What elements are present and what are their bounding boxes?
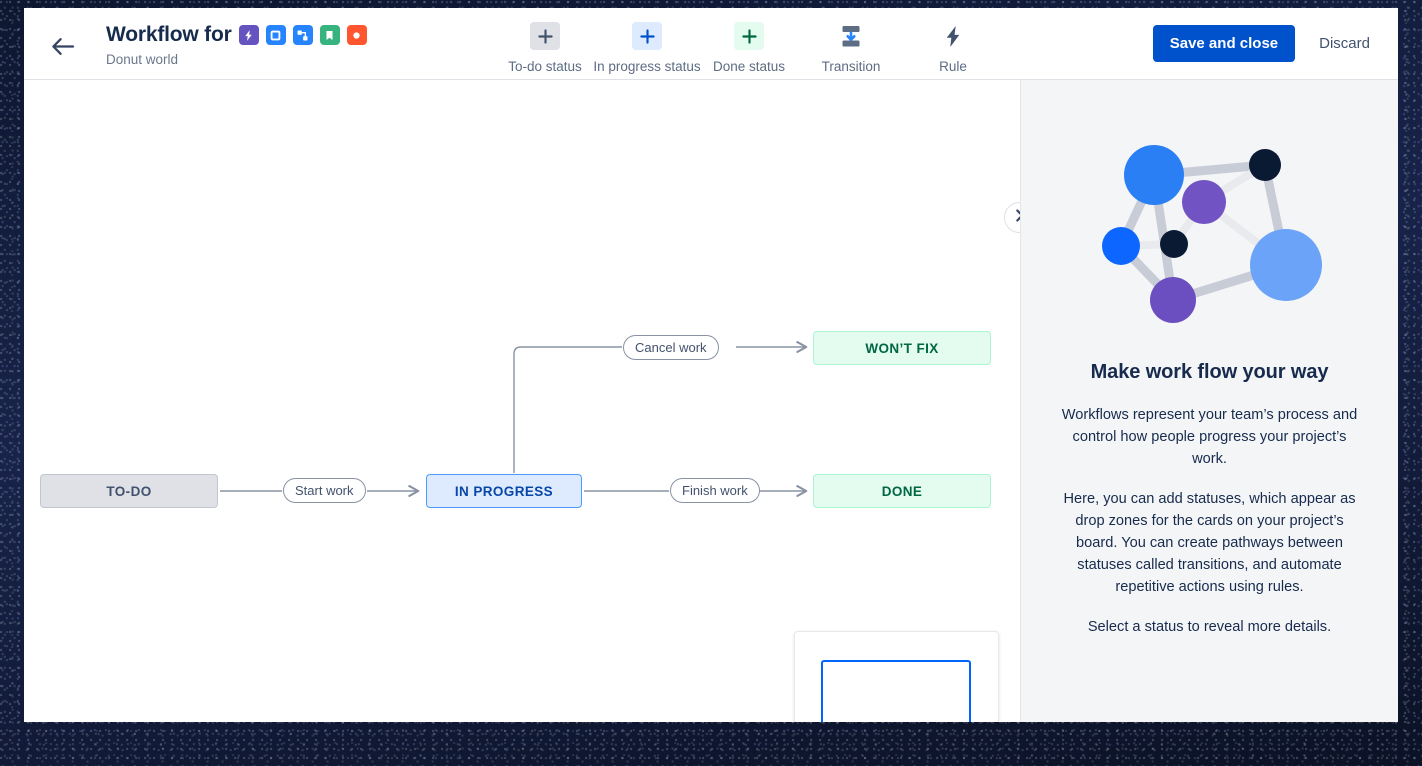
status-node-in-progress[interactable]: IN PROGRESS bbox=[426, 474, 582, 508]
plus-icon bbox=[530, 22, 560, 50]
info-panel: Make work flow your way Workflows repres… bbox=[1020, 80, 1398, 722]
square-outline-icon bbox=[265, 25, 286, 45]
toolbar-label: Rule bbox=[939, 59, 967, 74]
editor-body: TO-DO IN PROGRESS WON’T FIX DONE Start w… bbox=[24, 80, 1398, 722]
save-and-close-button[interactable]: Save and close bbox=[1152, 25, 1296, 62]
transition-label: Finish work bbox=[682, 483, 748, 498]
status-node-todo[interactable]: TO-DO bbox=[40, 474, 218, 508]
title-block: Workflow for bbox=[106, 20, 367, 67]
status-node-label: TO-DO bbox=[106, 483, 152, 499]
status-node-label: WON’T FIX bbox=[865, 340, 939, 356]
add-done-status-button[interactable]: Done status bbox=[698, 18, 800, 74]
transition-pill-finish-work[interactable]: Finish work bbox=[670, 478, 760, 503]
panel-paragraph-1: Workflows represent your team’s process … bbox=[1061, 407, 1358, 467]
status-node-done[interactable]: DONE bbox=[813, 474, 991, 508]
header-actions: Save and close Discard bbox=[1152, 25, 1376, 62]
workflow-editor-window: Workflow for bbox=[24, 8, 1398, 722]
plus-icon bbox=[734, 22, 764, 50]
discard-button[interactable]: Discard bbox=[1313, 25, 1376, 62]
collapse-panel-button[interactable] bbox=[1004, 202, 1020, 233]
app-header: Workflow for bbox=[24, 8, 1398, 80]
toolbar-label: To-do status bbox=[508, 59, 582, 74]
chevron-right-icon bbox=[1014, 208, 1020, 227]
bookmark-icon bbox=[319, 25, 340, 45]
transition-icon bbox=[836, 22, 866, 50]
transition-label: Start work bbox=[295, 483, 354, 498]
page-title: Workflow for bbox=[106, 23, 232, 46]
status-node-label: DONE bbox=[881, 483, 923, 499]
toolbar-label: Transition bbox=[821, 59, 881, 74]
add-in-progress-status-button[interactable]: In progress status bbox=[593, 18, 701, 74]
plus-icon bbox=[632, 22, 662, 50]
transition-pill-cancel-work[interactable]: Cancel work bbox=[623, 335, 719, 360]
back-button[interactable] bbox=[48, 34, 78, 58]
nodes-diagram-icon bbox=[292, 25, 313, 45]
rule-lightning-icon bbox=[938, 22, 968, 50]
network-nodes-illustration bbox=[1101, 145, 1322, 323]
add-transition-button[interactable]: Transition bbox=[800, 18, 902, 74]
transition-label: Cancel work bbox=[635, 340, 707, 355]
workflow-edges bbox=[220, 341, 808, 497]
title-row: Workflow for bbox=[106, 20, 367, 50]
lightning-bolt-icon bbox=[238, 25, 259, 45]
add-todo-status-button[interactable]: To-do status bbox=[494, 18, 596, 74]
workflow-toolbar: To-do status In progress status Done sta… bbox=[494, 18, 1004, 74]
transition-pill-start-work[interactable]: Start work bbox=[283, 478, 366, 503]
add-rule-button[interactable]: Rule bbox=[902, 18, 1004, 74]
minimap-panel[interactable] bbox=[794, 631, 999, 722]
minimap-viewport-rect[interactable] bbox=[821, 660, 971, 722]
panel-paragraph-3: Select a status to reveal more details. bbox=[1087, 619, 1332, 635]
toolbar-label: In progress status bbox=[593, 59, 701, 74]
workflow-canvas[interactable]: TO-DO IN PROGRESS WON’T FIX DONE Start w… bbox=[24, 80, 1020, 722]
status-node-wont-fix[interactable]: WON’T FIX bbox=[813, 331, 991, 365]
circle-filled-icon bbox=[346, 25, 367, 45]
status-node-label: IN PROGRESS bbox=[454, 483, 554, 499]
panel-heading: Make work flow your way bbox=[1090, 361, 1329, 383]
page-subtitle: Donut world bbox=[106, 52, 179, 67]
arrow-left-icon bbox=[51, 37, 75, 56]
toolbar-label: Done status bbox=[712, 59, 786, 74]
panel-paragraph-2: Here, you can add statuses, which appear… bbox=[1063, 491, 1356, 595]
